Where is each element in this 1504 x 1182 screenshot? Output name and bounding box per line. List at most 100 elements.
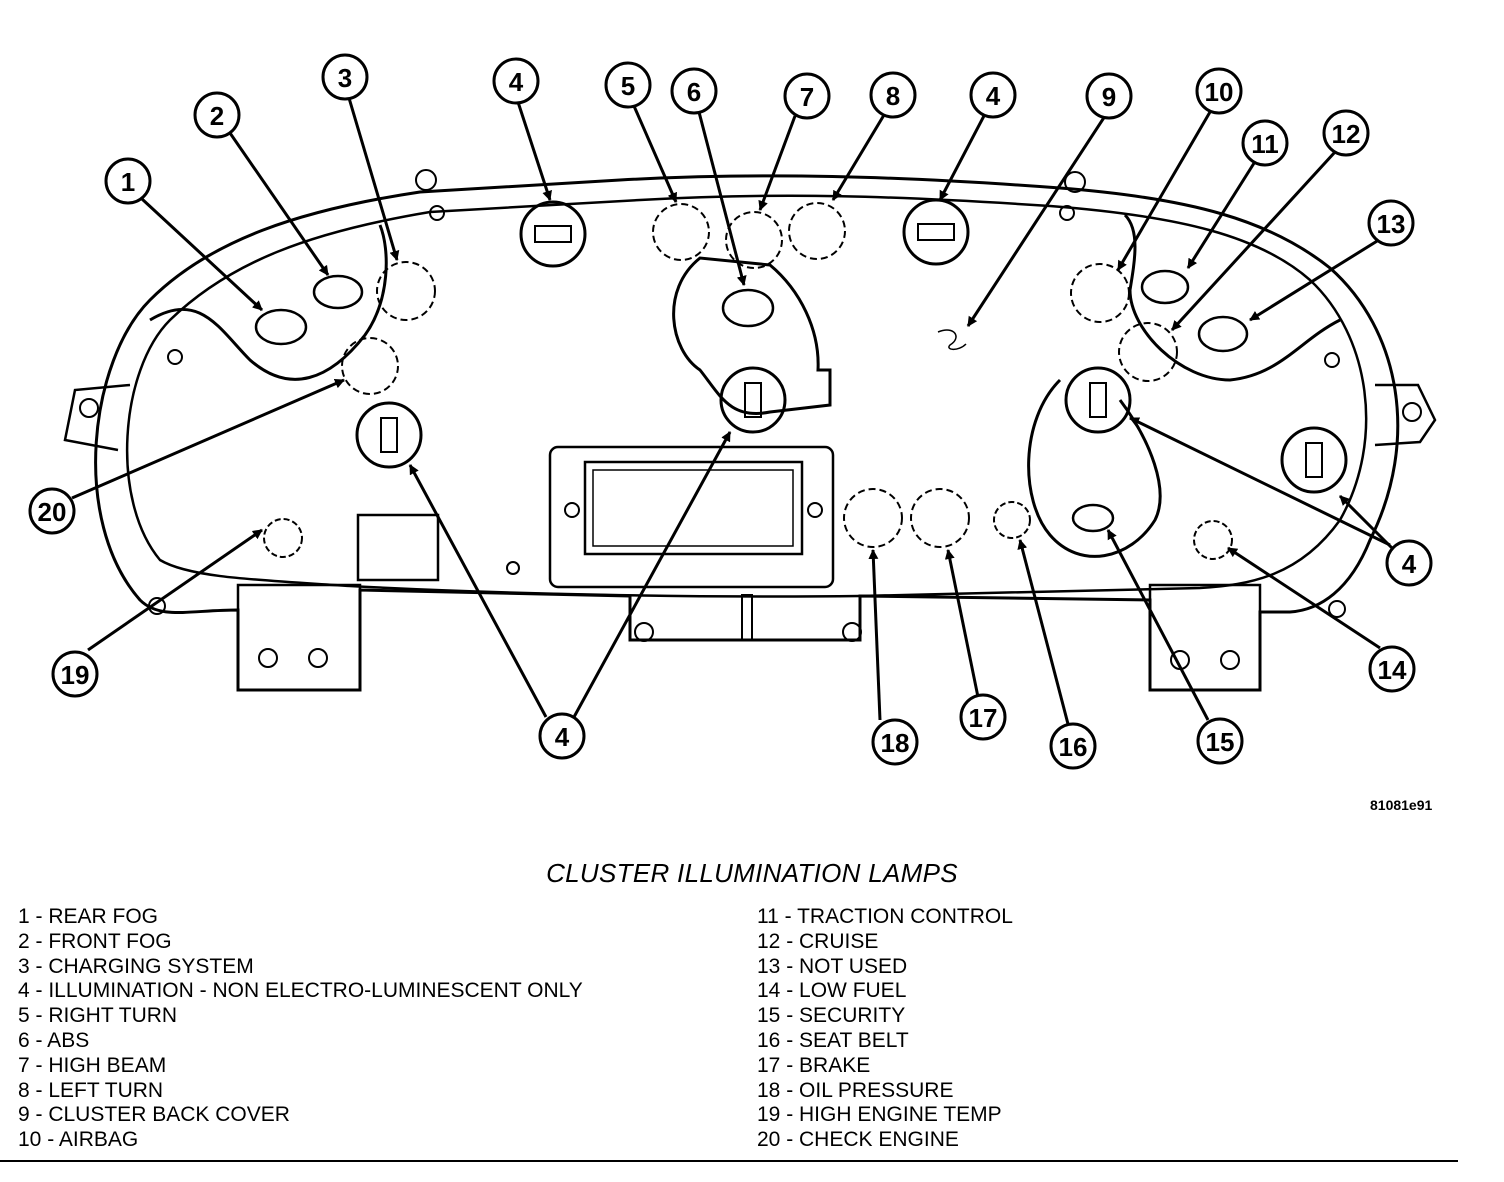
callout-labels: 1 2 3 4 5 6 7 8 4 9 10 11 12 13 20 4 19 … [38, 63, 1417, 762]
indicator-socket [1070, 263, 1130, 323]
screw-boss [506, 561, 520, 575]
callout-10: 10 [1205, 77, 1234, 107]
callout-4-bottom: 4 [555, 722, 570, 752]
callout-11: 11 [1251, 129, 1279, 159]
callout-5: 5 [621, 71, 635, 101]
leader-lines [71, 97, 1394, 725]
legend-item: 18 - OIL PRESSURE [757, 1078, 954, 1102]
indicator-socket [263, 518, 303, 558]
center-circuit-trace [672, 256, 832, 415]
left-latch [356, 513, 440, 582]
bracket-hole [258, 648, 278, 668]
callout-3: 3 [338, 63, 352, 93]
callout-circles [28, 53, 1433, 770]
indicator-socket [652, 203, 710, 261]
callout-2: 2 [210, 101, 224, 131]
illumination-socket [355, 401, 423, 469]
callout-16: 16 [1059, 732, 1088, 762]
legend-item: 16 - SEAT BELT [757, 1028, 909, 1052]
left-circuit-trace [149, 224, 388, 381]
screw-boss [429, 205, 445, 221]
legend-item: 19 - HIGH ENGINE TEMP [757, 1103, 1002, 1127]
bottom-left-bracket [236, 583, 362, 692]
warning-lamp-lens [254, 308, 308, 346]
legend-item: 2 - FRONT FOG [18, 929, 172, 953]
callout-19: 19 [61, 660, 90, 690]
screw-boss [634, 622, 654, 642]
right-circuit-trace [1123, 213, 1341, 382]
screw-boss [807, 502, 823, 518]
legend-item: 20 - CHECK ENGINE [757, 1128, 959, 1152]
legend-item: 5 - RIGHT TURN [18, 1004, 178, 1028]
indicator-socket [910, 488, 970, 548]
legend-item: 3 - CHARGING SYSTEM [18, 954, 254, 978]
left-ear-hole [79, 398, 99, 418]
warning-lamp-lens [1140, 269, 1190, 305]
callout-17: 17 [969, 703, 998, 733]
callout-6: 6 [687, 77, 701, 107]
callout-18: 18 [881, 728, 910, 758]
figure-caption: CLUSTER ILLUMINATION LAMPS [546, 858, 958, 888]
illumination-socket [1280, 426, 1348, 494]
screw-boss [1324, 352, 1340, 368]
indicator-socket [843, 488, 903, 548]
illumination-socket [519, 200, 587, 268]
indicator-socket [993, 501, 1031, 539]
cluster-back-diagram: 1 2 3 4 5 6 7 8 4 9 10 11 12 13 20 4 19 … [28, 53, 1437, 770]
bottom-right-bracket [1148, 583, 1262, 692]
callout-4-top-right: 4 [986, 81, 1001, 111]
bracket-hole [1220, 650, 1240, 670]
indicator-socket [725, 211, 783, 269]
legend-item: 12 - CRUISE [757, 929, 879, 953]
screw-boss [148, 597, 166, 615]
connector-inner [592, 469, 794, 547]
screw-boss [842, 622, 862, 642]
legend-right-column: 11 - TRACTION CONTROL 12 - CRUISE 13 - N… [757, 905, 1013, 1153]
connector-shell [548, 445, 835, 589]
legend-left-column: 1 - REAR FOG 2 - FRONT FOG 3 - CHARGING … [18, 905, 583, 1153]
screw-boss [1328, 600, 1346, 618]
cluster-housing [63, 169, 1437, 692]
legend-item: 10 - AIRBAG [18, 1128, 139, 1152]
left-mounting-ear [63, 383, 131, 452]
screw-boss [1064, 171, 1086, 193]
callout-4-top-left: 4 [509, 67, 524, 97]
screw-boss [564, 502, 580, 518]
cover-squiggle [937, 329, 967, 351]
figure-id: 81081e91 [1370, 797, 1433, 813]
indicator-socket [788, 202, 846, 260]
bulb-sockets [254, 198, 1348, 560]
indicator-socket [1193, 520, 1233, 560]
right-ear-hole [1402, 402, 1422, 422]
illumination-socket [902, 198, 970, 266]
legend-item: 11 - TRACTION CONTROL [757, 905, 1013, 928]
callout-7: 7 [800, 82, 814, 112]
legend-item: 9 - CLUSTER BACK COVER [18, 1103, 290, 1127]
legend-item: 6 - ABS [18, 1028, 90, 1052]
right-mounting-ear [1374, 383, 1437, 447]
legend-item: 4 - ILLUMINATION - NON ELECTRO-LUMINESCE… [18, 979, 583, 1003]
callout-12: 12 [1332, 119, 1361, 149]
housing-outline [94, 174, 1400, 692]
indicator-socket [341, 337, 399, 395]
bottom-divider [0, 1160, 1458, 1162]
warning-lamp-lens [1197, 315, 1249, 353]
screw-boss [1059, 205, 1075, 221]
legend-item: 8 - LEFT TURN [18, 1078, 164, 1102]
illumination-socket [1064, 366, 1132, 434]
warning-lamp-lens [1071, 503, 1115, 533]
callout-20: 20 [38, 497, 67, 527]
indicator-socket [376, 261, 436, 321]
callout-9: 9 [1102, 82, 1116, 112]
housing-inner-outline [125, 194, 1368, 598]
right-gauge-trace [1027, 378, 1162, 558]
legend-item: 14 - LOW FUEL [757, 979, 907, 1003]
callout-13: 13 [1377, 209, 1406, 239]
screw-boss [167, 349, 183, 365]
connector-face [583, 460, 804, 556]
callout-4-right: 4 [1402, 549, 1417, 579]
legend-item: 7 - HIGH BEAM [18, 1053, 167, 1077]
illumination-socket [719, 366, 787, 434]
bracket-hole [308, 648, 328, 668]
legend-item: 13 - NOT USED [757, 954, 908, 978]
